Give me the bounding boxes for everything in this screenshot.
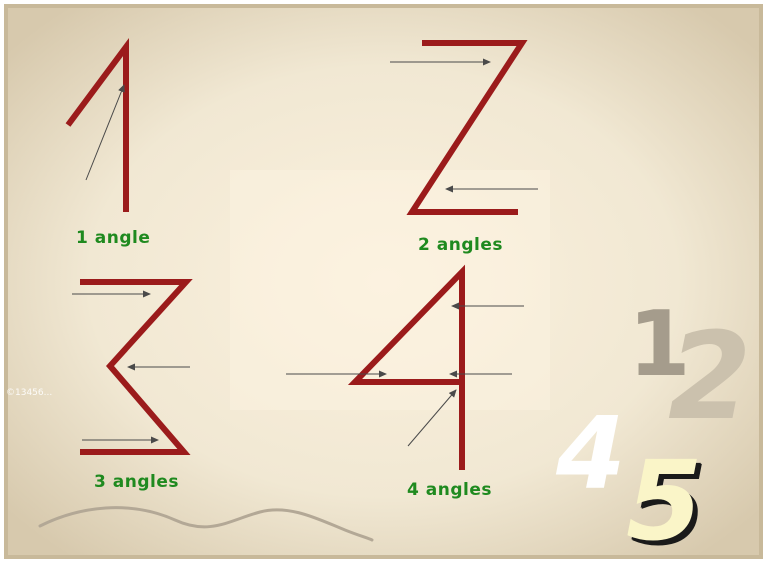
- digit-one-drawing: [65, 37, 129, 212]
- digit-four-drawing: [286, 264, 524, 470]
- digit-three-drawing: [72, 279, 193, 455]
- digit-two-drawing: [390, 40, 538, 215]
- arrow-icon: [85, 84, 125, 181]
- label-two-angles: 2 angles: [418, 235, 503, 255]
- decorative-number-two: 2: [668, 308, 752, 447]
- decorative-number-one: 1: [628, 292, 691, 397]
- label-four-angles: 4 angles: [407, 480, 492, 500]
- watermark-text: ©13456...: [6, 388, 53, 398]
- wavy-line-decoration: [38, 506, 374, 542]
- arrow-icon: [407, 389, 457, 447]
- label-three-angles: 3 angles: [94, 472, 179, 492]
- decorative-number-five: 5: [626, 437, 703, 563]
- label-one-angle: 1 angle: [76, 228, 151, 248]
- decorative-number-four: 4: [556, 395, 626, 512]
